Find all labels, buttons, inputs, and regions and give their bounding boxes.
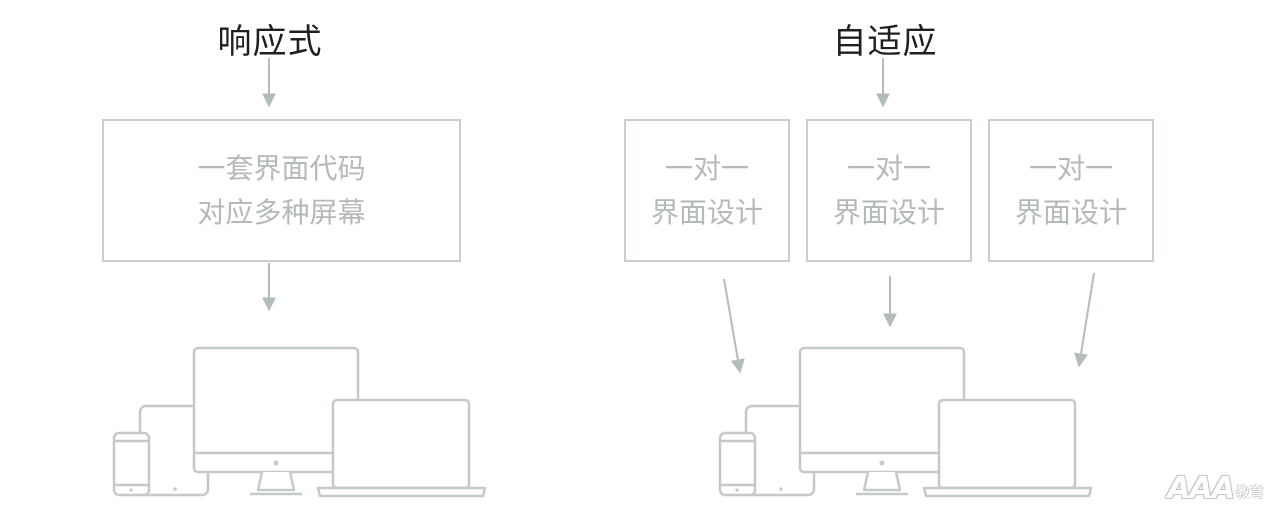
arrow-adaptive-left <box>723 278 745 374</box>
responsive-box-line2: 对应多种屏幕 <box>197 195 366 229</box>
adaptive-box-1-line1: 一对一 <box>664 151 749 185</box>
adaptive-box-2: 一对一 界面设计 <box>806 119 972 262</box>
watermark-logo: AAA 教育 <box>1167 471 1264 506</box>
adaptive-box-2-line1: 一对一 <box>846 151 931 185</box>
devices-icon-left <box>112 346 487 498</box>
arrow-adaptive-right <box>1074 272 1095 368</box>
adaptive-box-3: 一对一 界面设计 <box>988 119 1154 262</box>
watermark-main: AAA <box>1167 471 1235 506</box>
adaptive-box-3-line1: 一对一 <box>1028 151 1113 185</box>
adaptive-box-2-line2: 界面设计 <box>832 195 945 229</box>
responsive-box: 一套界面代码 对应多种屏幕 <box>102 119 461 262</box>
adaptive-box-1-line2: 界面设计 <box>650 195 763 229</box>
responsive-title: 响应式 <box>217 22 323 62</box>
devices-icon-right <box>718 346 1093 498</box>
watermark-sub: 教育 <box>1236 485 1264 501</box>
adaptive-box-3-line2: 界面设计 <box>1014 195 1127 229</box>
adaptive-title: 自适应 <box>832 22 938 62</box>
adaptive-box-1: 一对一 界面设计 <box>624 119 790 262</box>
responsive-box-line1: 一套界面代码 <box>197 151 366 185</box>
